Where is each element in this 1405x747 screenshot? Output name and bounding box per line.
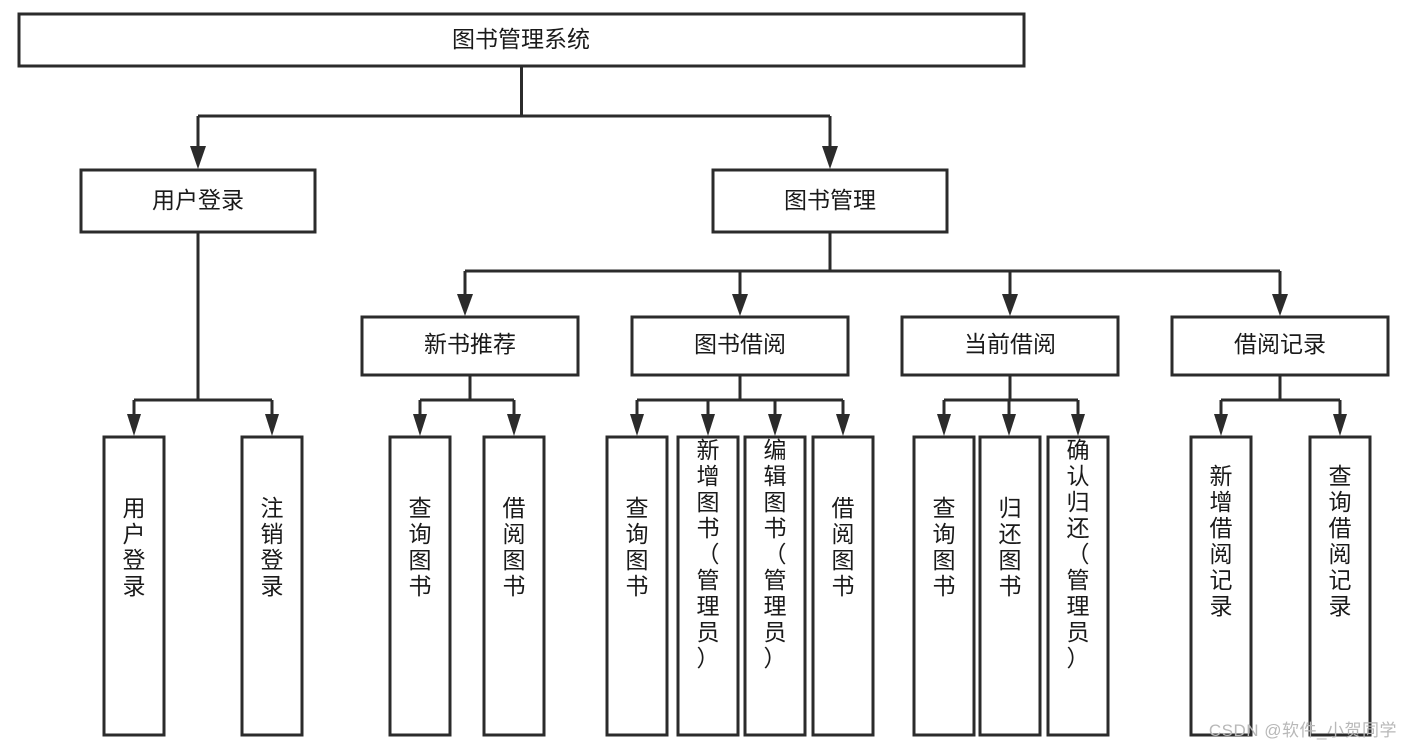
node-book-manage-box[interactable] [711, 168, 949, 234]
arrow-head-leaf-logout-login [265, 414, 279, 436]
node-leaf-add-book[interactable]: 新增图书（管理员） [676, 435, 740, 737]
arrow-head-user-login [190, 146, 206, 169]
node-leaf-query-book-2-label: 查询图书 [626, 495, 649, 599]
connector-layer [127, 66, 1347, 436]
node-borrow-record[interactable]: 借阅记录 [1170, 315, 1390, 377]
node-borrow-record-label: 借阅记录 [1234, 331, 1326, 357]
node-leaf-borrow-book-2-box[interactable] [811, 435, 875, 737]
node-leaf-query-book-3-label: 查询图书 [933, 495, 956, 599]
arrow-head-book-borrow [732, 294, 748, 316]
node-leaf-query-record-box[interactable] [1308, 435, 1372, 737]
arrow-head-leaf-add-record [1214, 414, 1228, 436]
node-leaf-add-book-box[interactable] [676, 435, 740, 737]
node-leaf-query-record-label: 查询借阅记录 [1329, 463, 1352, 619]
node-book-manage-label: 图书管理 [784, 187, 876, 213]
node-leaf-return-book-label: 归还图书 [999, 495, 1022, 599]
node-leaf-return-book[interactable]: 归还图书 [978, 435, 1042, 737]
node-leaf-borrow-book-2-label: 借阅图书 [832, 495, 855, 599]
node-user-login-label: 用户登录 [152, 187, 244, 213]
node-current-borrow[interactable]: 当前借阅 [900, 315, 1120, 377]
node-root-box[interactable] [17, 12, 1026, 68]
node-current-borrow-box[interactable] [900, 315, 1120, 377]
arrow-head-leaf-query-book-3 [937, 414, 951, 436]
node-leaf-return-book-box[interactable] [978, 435, 1042, 737]
arrow-head-leaf-confirm-return [1071, 414, 1085, 436]
node-leaf-logout-login[interactable]: 注销登录 [240, 435, 304, 737]
arrow-head-leaf-query-record [1333, 414, 1347, 436]
arrow-head-leaf-add-book [701, 414, 715, 436]
node-leaf-add-record-label: 新增借阅记录 [1210, 463, 1233, 619]
node-leaf-query-record[interactable]: 查询借阅记录 [1308, 435, 1372, 737]
node-leaf-user-login-label: 用户登录 [123, 495, 146, 599]
arrow-head-leaf-edit-book [768, 414, 782, 436]
arrow-head-leaf-user-login [127, 414, 141, 436]
node-new-book-recommend[interactable]: 新书推荐 [360, 315, 580, 377]
node-book-borrow[interactable]: 图书借阅 [630, 315, 850, 377]
arrow-head-leaf-query-book-2 [630, 414, 644, 436]
node-new-book-recommend-label: 新书推荐 [424, 331, 516, 357]
arrow-head-new-book-recommend [457, 294, 473, 316]
node-current-borrow-label: 当前借阅 [964, 331, 1056, 357]
node-leaf-edit-book-box[interactable] [743, 435, 807, 737]
node-leaf-edit-book[interactable]: 编辑图书（管理员） [743, 435, 807, 737]
node-leaf-confirm-return[interactable]: 确认归还（管理员） [1046, 435, 1110, 737]
arrow-head-current-borrow [1002, 294, 1018, 316]
node-leaf-query-book-3[interactable]: 查询图书 [912, 435, 976, 737]
arrow-head-leaf-query-book-1 [413, 414, 427, 436]
node-leaf-borrow-book-1-box[interactable] [482, 435, 546, 737]
node-leaf-edit-book-label: 编辑图书（管理员） [764, 437, 787, 671]
node-leaf-user-login-box[interactable] [102, 435, 166, 737]
node-leaf-logout-login-box[interactable] [240, 435, 304, 737]
arrow-head-leaf-return-book [1002, 414, 1016, 436]
node-leaf-add-record[interactable]: 新增借阅记录 [1189, 435, 1253, 737]
arrow-head-leaf-borrow-book-1 [507, 414, 521, 436]
node-leaf-query-book-2[interactable]: 查询图书 [605, 435, 669, 737]
node-leaf-confirm-return-box[interactable] [1046, 435, 1110, 737]
node-borrow-record-box[interactable] [1170, 315, 1390, 377]
arrow-head-borrow-record [1272, 294, 1288, 316]
node-root-label: 图书管理系统 [452, 26, 590, 52]
node-leaf-query-book-1[interactable]: 查询图书 [388, 435, 452, 737]
node-leaf-query-book-3-box[interactable] [912, 435, 976, 737]
node-leaf-borrow-book-1[interactable]: 借阅图书 [482, 435, 546, 737]
node-book-borrow-box[interactable] [630, 315, 850, 377]
arrow-head-book-manage [822, 146, 838, 169]
csdn-watermark: CSDN @软件_小贺同学 [1208, 721, 1397, 740]
node-book-manage[interactable]: 图书管理 [711, 168, 949, 234]
node-leaf-borrow-book-1-label: 借阅图书 [503, 495, 526, 599]
node-leaf-query-book-2-box[interactable] [605, 435, 669, 737]
node-leaf-confirm-return-label: 确认归还（管理员） [1067, 437, 1090, 671]
node-user-login[interactable]: 用户登录 [79, 168, 317, 234]
node-root[interactable]: 图书管理系统 [17, 12, 1026, 68]
node-new-book-recommend-box[interactable] [360, 315, 580, 377]
node-book-borrow-label: 图书借阅 [694, 331, 786, 357]
node-leaf-add-book-label: 新增图书（管理员） [697, 437, 720, 671]
node-leaf-borrow-book-2[interactable]: 借阅图书 [811, 435, 875, 737]
node-leaf-query-book-1-label: 查询图书 [409, 495, 432, 599]
node-leaf-logout-login-label: 注销登录 [261, 495, 284, 599]
node-user-login-box[interactable] [79, 168, 317, 234]
node-leaf-query-book-1-box[interactable] [388, 435, 452, 737]
node-leaf-user-login[interactable]: 用户登录 [102, 435, 166, 737]
node-leaf-add-record-box[interactable] [1189, 435, 1253, 737]
arrow-head-leaf-borrow-book-2 [836, 414, 850, 436]
